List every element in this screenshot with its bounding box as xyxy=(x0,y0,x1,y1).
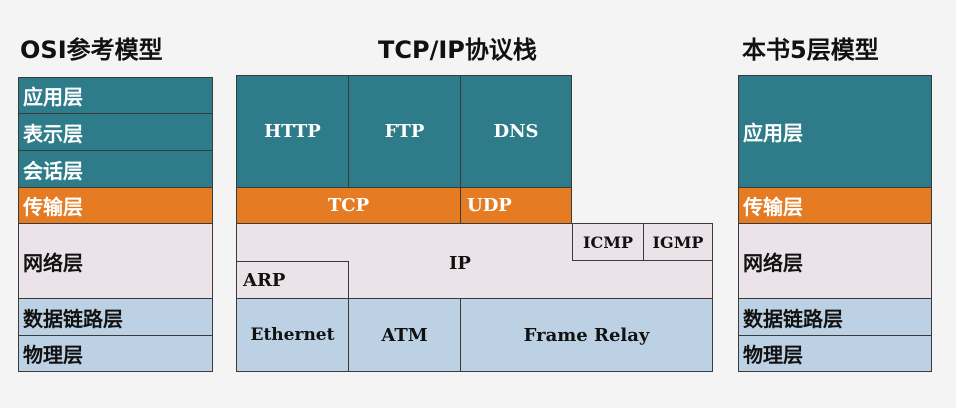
osi-data-link-layer: 数据链路层 xyxy=(18,298,213,336)
osi-application-layer: 应用层 xyxy=(18,77,213,114)
ethernet-protocol: Ethernet xyxy=(236,298,349,372)
icmp-protocol: ICMP xyxy=(572,223,644,261)
ftp-protocol: FTP xyxy=(348,75,461,188)
five-physical-layer: 物理层 xyxy=(738,335,932,372)
frame-relay-protocol: Frame Relay xyxy=(460,298,713,372)
arp-protocol: ARP xyxy=(236,261,349,299)
osi-session-layer: 会话层 xyxy=(18,150,213,188)
five-layer-model-title: 本书5层模型 xyxy=(742,36,879,64)
osi-model-title: OSI参考模型 xyxy=(20,36,163,64)
igmp-protocol: IGMP xyxy=(643,223,713,261)
udp-protocol: UDP xyxy=(460,187,572,224)
ip-protocol: IP xyxy=(449,252,471,274)
tcpip-stack-title: TCP/IP协议栈 xyxy=(378,36,537,64)
five-data-link-layer: 数据链路层 xyxy=(738,298,932,336)
osi-presentation-layer: 表示层 xyxy=(18,113,213,151)
tcp-protocol: TCP xyxy=(236,187,461,224)
atm-protocol: ATM xyxy=(348,298,461,372)
dns-protocol: DNS xyxy=(460,75,572,188)
five-network-layer: 网络层 xyxy=(738,223,932,299)
osi-physical-layer: 物理层 xyxy=(18,335,213,372)
osi-network-layer: 网络层 xyxy=(18,223,213,299)
five-application-layer: 应用层 xyxy=(738,75,932,188)
http-protocol: HTTP xyxy=(236,75,349,188)
five-transport-layer: 传输层 xyxy=(738,187,932,224)
osi-transport-layer: 传输层 xyxy=(18,187,213,224)
